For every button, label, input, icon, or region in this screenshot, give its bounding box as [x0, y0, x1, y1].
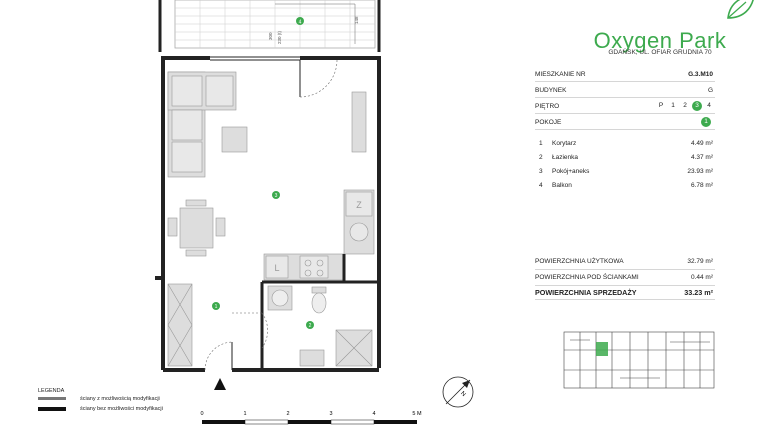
- room-marker-3-label: 3: [275, 193, 278, 199]
- room-marker-1: [212, 302, 220, 310]
- room-marker-3: [272, 191, 280, 199]
- coffee-table: [221, 126, 248, 153]
- sale-area-row: POWIERZCHNIA SPRZEDAŻY 33.23 m²: [535, 284, 715, 300]
- bathroom-door: [230, 312, 268, 349]
- svg-text:5 M: 5 M: [412, 411, 422, 417]
- balcony-dim-230: 230 (t): [277, 30, 282, 44]
- floor-selector: P 1 2 3 4: [655, 101, 715, 111]
- row-building: BUDYNEK G: [535, 82, 715, 98]
- apartment-highlight: [596, 342, 608, 356]
- balcony-dim-300: 300: [268, 32, 273, 40]
- floor-1: 1: [671, 102, 675, 109]
- bathroom-fixtures: [267, 285, 373, 367]
- rooms-count-badge: 1: [701, 117, 711, 127]
- sink-letter: L: [274, 263, 279, 273]
- building-key-map: [563, 331, 715, 389]
- row-floor: PIĘTRO P 1 2 3 4: [535, 98, 715, 114]
- room-marker-2-label: 2: [309, 323, 312, 329]
- list-item: 2 Łazienka 4.37 m²: [539, 154, 713, 161]
- brand-address: GDAŃSK, UL. OFIAR GRUDNIA 70: [608, 49, 712, 56]
- wardrobe: [167, 283, 193, 367]
- room-marker-1-label: 1: [215, 304, 218, 310]
- compass-letter: N: [459, 391, 466, 398]
- row-rooms: POKOJE 1: [535, 114, 715, 130]
- svg-text:4: 4: [372, 411, 375, 417]
- svg-text:1: 1: [243, 411, 246, 417]
- row-apartment-number: MIESZKANIE NR G.3.M10: [535, 66, 715, 82]
- under-walls-area-row: POWIERZCHNIA POD ŚCIANKAMI 0.44 m²: [535, 270, 715, 286]
- kitchen: [263, 189, 375, 281]
- brand-header: Oxygen Park GDAŃSK, UL. OFIAR GRUDNIA 70: [560, 0, 760, 62]
- svg-text:3: 3: [329, 411, 332, 417]
- floor-4: 4: [707, 102, 711, 109]
- building-value: G: [707, 87, 713, 94]
- floor-3-active: 3: [692, 101, 702, 111]
- floor-p: P: [658, 102, 664, 109]
- svg-text:2: 2: [286, 411, 289, 417]
- leaf-icon: [727, 0, 754, 19]
- dining-set: [167, 199, 226, 257]
- balcony-dim-148: 148: [354, 16, 359, 24]
- legend-non-modifiable: ściany bez możliwości modyfikacji: [80, 406, 163, 412]
- svg-text:0: 0: [200, 411, 203, 417]
- balcony-door: [299, 59, 338, 98]
- legend-title: LEGENDA: [38, 388, 65, 394]
- fridge-letter: Z: [356, 200, 362, 210]
- room-marker-4-label: 4: [299, 19, 302, 25]
- sofa: [167, 71, 237, 178]
- list-item: 4 Balkon 6.78 m²: [539, 182, 713, 189]
- list-item: 1 Korytarz 4.49 m²: [539, 140, 713, 147]
- entry-door: [204, 341, 233, 390]
- list-item: 3 Pokój+aneks 23.93 m²: [539, 168, 713, 175]
- entrance-arrow-icon: [214, 378, 226, 390]
- floor-plan: 148 300 230 (t) 4: [38, 0, 474, 425]
- compass-icon: N: [442, 376, 474, 408]
- brand-name: Oxygen Park: [593, 28, 727, 53]
- walls: [155, 56, 381, 372]
- tv-unit: [351, 91, 367, 153]
- balcony: 148 300 230 (t) 4: [158, 0, 381, 52]
- room-marker-2: [306, 321, 314, 329]
- room-marker-4: [296, 17, 304, 25]
- scale-bar: 0 1 2 3 4 5 M: [200, 411, 422, 425]
- apartment-number: G.3.M10: [688, 71, 713, 78]
- legend-modifiable: ściany z możliwością modyfikacji: [80, 396, 160, 402]
- floor-2: 2: [683, 102, 687, 109]
- usable-area-row: POWIERZCHNIA UŻYTKOWA 32.79 m²: [535, 254, 715, 270]
